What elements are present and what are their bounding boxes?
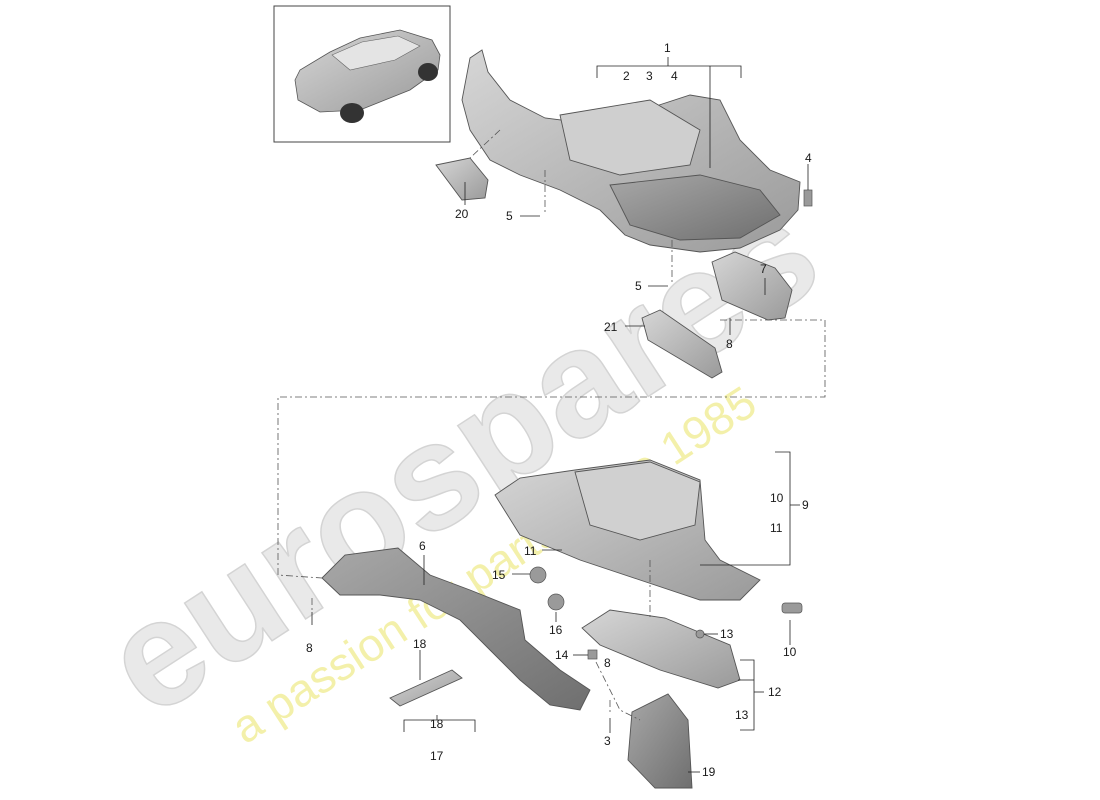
part-crossmember	[461, 49, 801, 253]
part-18-strip	[389, 669, 463, 707]
vehicle-thumbnail	[273, 5, 451, 143]
callout-2: 2	[623, 69, 630, 83]
callout-4: 4	[671, 69, 678, 83]
fasteners	[529, 189, 813, 660]
part-13-clip	[695, 629, 705, 639]
part-4-bracket	[803, 189, 813, 207]
callout-21: 21	[604, 320, 618, 334]
callout-3-lower: 3	[604, 734, 611, 748]
callout-20: 20	[455, 207, 469, 221]
part-12-lid	[581, 609, 741, 689]
vehicle-wheel-rear	[418, 63, 438, 81]
callout-8-lower: 8	[604, 656, 611, 670]
callout-16: 16	[549, 623, 563, 637]
callout-5-upper: 5	[506, 209, 513, 223]
part-21-handle	[641, 309, 723, 379]
callout-13-lower: 13	[735, 708, 749, 722]
part-19-panel	[627, 693, 693, 789]
part-10-clip	[781, 602, 803, 614]
callout-7: 7	[760, 262, 767, 276]
callout-8-left: 8	[306, 641, 313, 655]
callout-18-upper: 18	[413, 637, 427, 651]
part-6-side-trim	[321, 547, 591, 711]
leader-lines	[311, 57, 809, 773]
callout-6: 6	[419, 539, 426, 553]
part-16-plug	[547, 593, 565, 611]
callout-13-upper: 13	[720, 627, 734, 641]
callout-14: 14	[555, 648, 569, 662]
callout-11-right: 11	[770, 521, 783, 535]
vehicle-wheel-front	[340, 103, 364, 123]
callout-1: 1	[664, 41, 671, 55]
callout-9: 9	[802, 498, 809, 512]
part-14-clip	[587, 649, 598, 660]
part-9-glovebox	[494, 459, 761, 601]
part-20-bezel	[435, 157, 489, 201]
callouts: 1 2 3 4 4 5 20 7 5 21 8 10 9 11 6 11 15 …	[306, 41, 812, 779]
callout-11-left: 11	[524, 544, 537, 558]
callout-10-right: 10	[770, 491, 784, 505]
callout-10-lower: 10	[783, 645, 797, 659]
callout-5-lower: 5	[635, 279, 642, 293]
callout-4-bracket: 4	[805, 151, 812, 165]
callout-17: 17	[430, 749, 444, 763]
callout-18-lower: 18	[430, 717, 444, 731]
callout-19: 19	[702, 765, 716, 779]
callout-8-upper: 8	[726, 337, 733, 351]
part-7-trim	[711, 251, 793, 321]
part-15-plug	[529, 566, 547, 584]
callout-15: 15	[492, 568, 506, 582]
callout-3: 3	[646, 69, 653, 83]
assembly-lines	[277, 129, 826, 721]
callout-12: 12	[768, 685, 782, 699]
